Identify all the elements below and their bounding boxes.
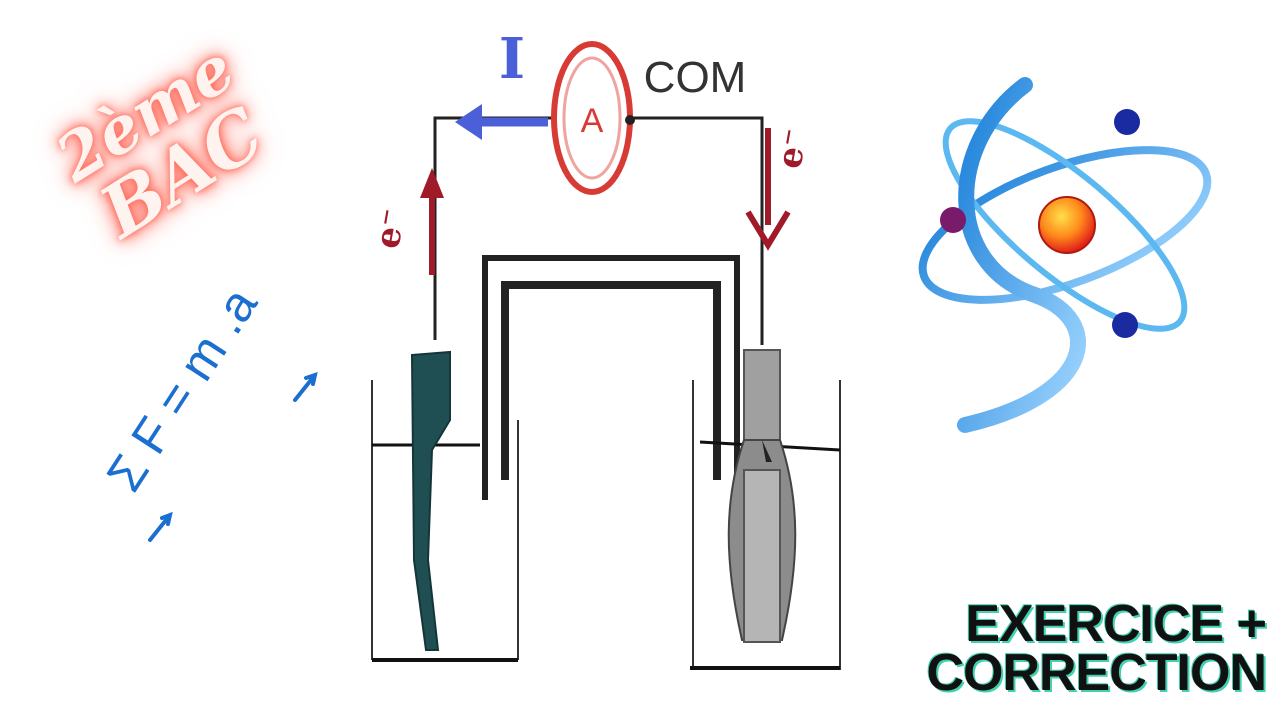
exercise-title: EXERCICE + CORRECTION bbox=[926, 595, 1267, 703]
com-label: COM bbox=[644, 53, 747, 102]
force-vector-arrow bbox=[148, 511, 173, 542]
electrochemical-cell-diagram: A COM I e⁻ e⁻ bbox=[367, 26, 841, 670]
electron-arrow-left bbox=[420, 168, 444, 275]
exercise-line-1: EXERCICE + bbox=[965, 595, 1267, 653]
right-electrode bbox=[727, 349, 797, 643]
ammeter bbox=[551, 41, 635, 195]
atom-logo-icon bbox=[918, 77, 1212, 433]
level-badge: 2ème BAC bbox=[2, 8, 378, 362]
electron-arrow-right bbox=[745, 128, 791, 251]
acceleration-vector-arrow bbox=[293, 371, 318, 402]
vector-arrows bbox=[148, 371, 318, 542]
electron-label-left: e⁻ bbox=[367, 206, 413, 252]
left-electrode bbox=[410, 350, 451, 651]
electron-label-right: e⁻ bbox=[769, 126, 815, 172]
current-label: I bbox=[499, 26, 525, 92]
ammeter-label: A bbox=[581, 102, 604, 140]
current-arrow bbox=[455, 104, 548, 140]
salt-bridge bbox=[482, 255, 740, 500]
exercise-line-2: CORRECTION bbox=[926, 644, 1267, 703]
